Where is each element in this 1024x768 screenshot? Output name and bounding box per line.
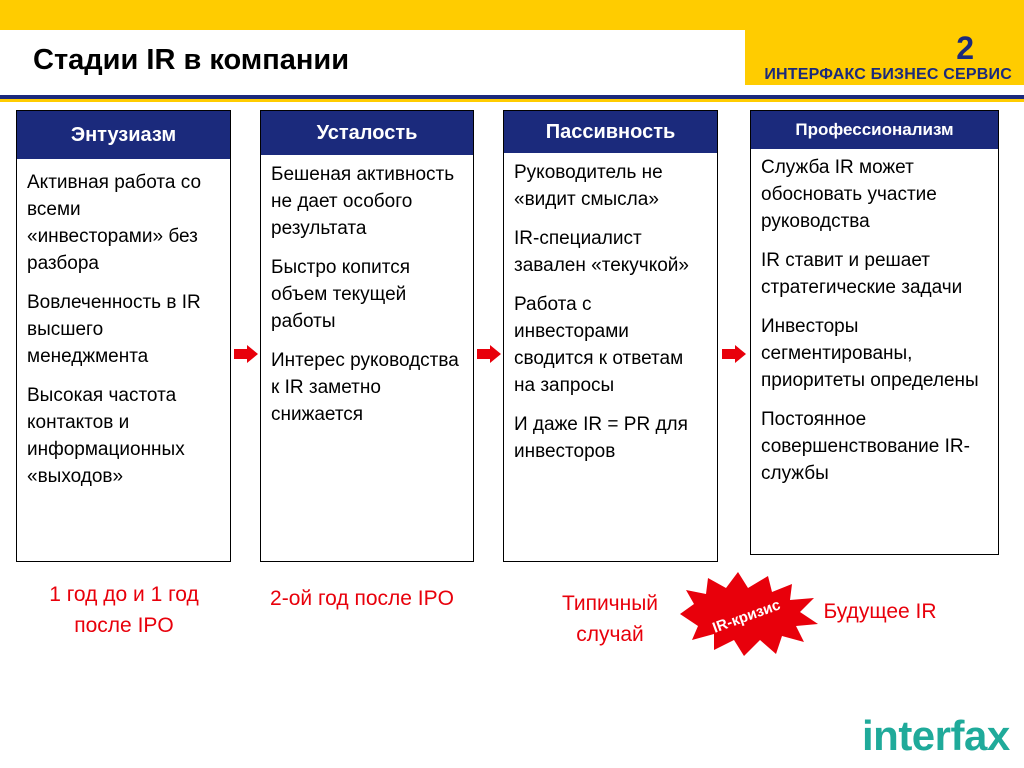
caption-stage-2: 2-ой год после IPO xyxy=(270,587,454,610)
brand-box: 2 ИНТЕРФАКС БИЗНЕС СЕРВИС xyxy=(745,0,1024,85)
stage-title: Энтузиазм xyxy=(17,111,230,159)
stage-item: Руководитель не «видит смысла» xyxy=(514,162,663,210)
arrow-right-icon xyxy=(722,345,746,363)
stage-title: Усталость xyxy=(261,111,473,155)
stage-item: Быстро копится объем текущей работы xyxy=(271,257,411,332)
caption-stage-3: Типичный случай xyxy=(561,592,659,646)
stage-title: Пассивность xyxy=(504,111,717,153)
page-title: Стадии IR в компании xyxy=(33,44,350,76)
interfax-logo: interfax xyxy=(862,712,1010,759)
stage-item: IR-специалист завален «текучкой» xyxy=(514,228,689,276)
arrow-right-icon xyxy=(234,345,258,363)
caption-stage-4: Будущее IR xyxy=(823,600,937,623)
slide-number: 2 xyxy=(956,30,974,66)
stage-title: Профессионализм xyxy=(751,111,998,149)
stage-item: Вовлеченность в IR высшего менеджмента xyxy=(27,292,201,367)
stage-item: Постоянное совершенствование IR-службы xyxy=(761,409,970,484)
stage-item: Бешеная активность не дает особого резул… xyxy=(271,164,455,239)
stage-item: Высокая частота контактов и информационн… xyxy=(27,385,185,487)
stage-item: IR ставит и решает стратегические задачи xyxy=(761,250,963,298)
stage-box-enthusiasm: Энтузиазм Активная работа со всеми «инве… xyxy=(16,110,231,562)
crisis-burst: IR-кризис xyxy=(680,572,818,656)
stage-box-passivity: Пассивность Руководитель не «видит смысл… xyxy=(503,110,718,562)
stage-item: И даже IR = PR для инвесторов xyxy=(514,414,688,462)
stage-item: Интерес руководства к IR заметно снижает… xyxy=(271,350,459,425)
stage-item: Активная работа со всеми «инвесторами» б… xyxy=(27,172,202,274)
stage-item: Инвесторы сегментированы, приоритеты опр… xyxy=(761,316,979,391)
arrow-right-icon xyxy=(477,345,501,363)
stage-item: Служба IR может обосновать участие руков… xyxy=(761,157,937,232)
stage-box-fatigue: Усталость Бешеная активность не дает осо… xyxy=(260,110,474,562)
stage-item: Работа с инвесторами сводится к ответам … xyxy=(514,294,684,396)
header-rule xyxy=(0,95,1024,99)
header-rule-accent xyxy=(0,99,1024,102)
stage-box-professionalism: Профессионализм Служба IR может обоснова… xyxy=(750,110,999,555)
brand-name: ИНТЕРФАКС БИЗНЕС СЕРВИС xyxy=(764,66,1012,83)
caption-stage-1: 1 год до и 1 год после IPO xyxy=(49,583,199,637)
